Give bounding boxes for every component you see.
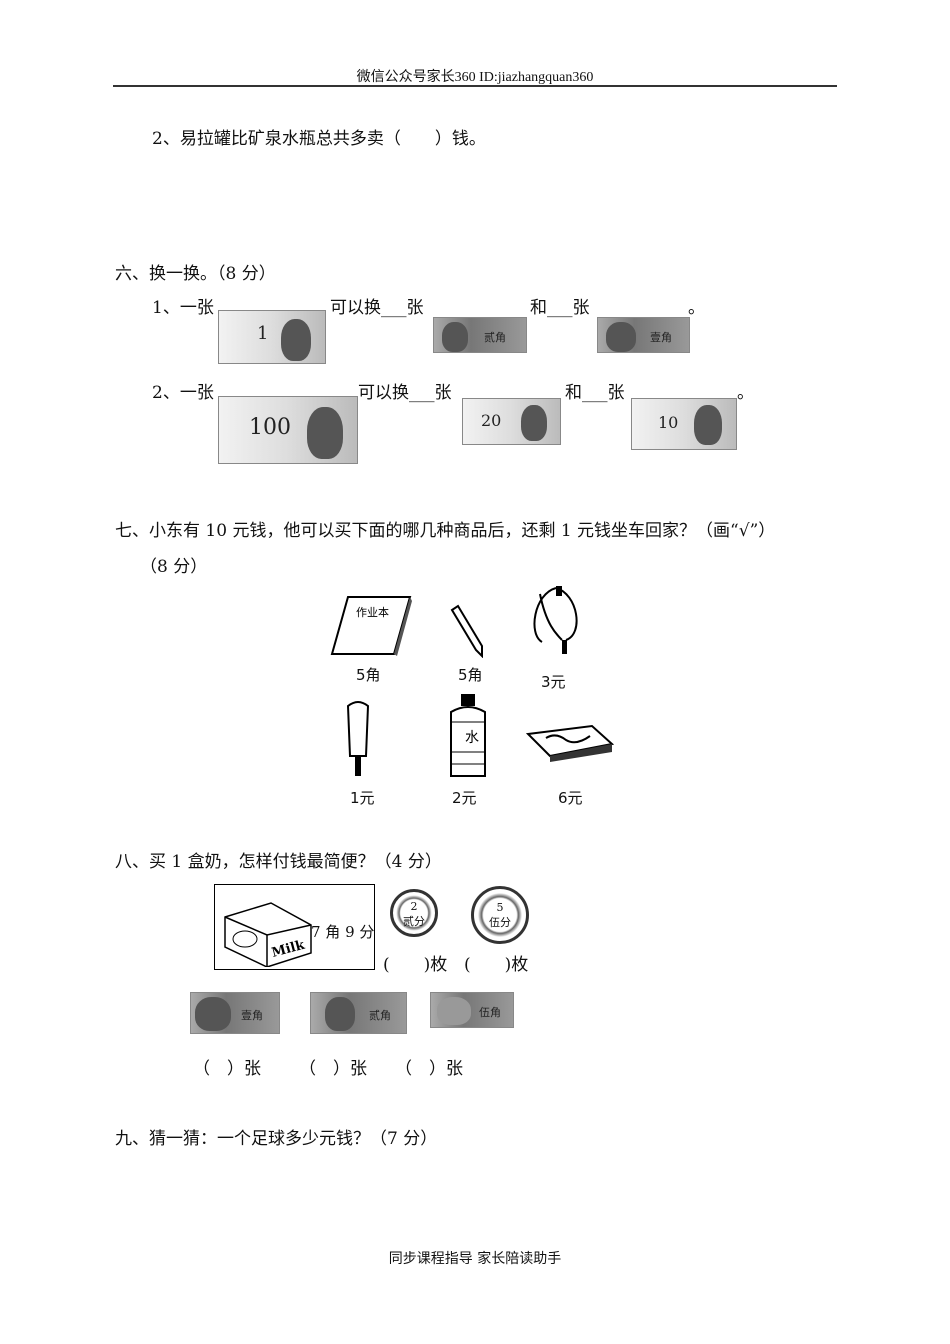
price-water-bottle: 2元 [452, 789, 477, 807]
popsicle-icon [346, 701, 370, 776]
milk-price-box: Milk 7 角 9 分 [214, 884, 375, 970]
banknote-100-yuan: 100 [218, 396, 358, 464]
pencil-icon [450, 604, 483, 658]
coin-5-count: ( )枚 [464, 955, 529, 975]
milk-carton-icon: Milk [224, 902, 312, 967]
q6-row2-mid: 可以换___张 [358, 383, 452, 403]
svg-text:水: 水 [465, 730, 479, 746]
jump-rope-icon [533, 586, 578, 654]
section-7-score: （8 分） [140, 557, 208, 577]
banknote-10-yuan: 10 [631, 398, 737, 450]
question-5-2: 2、易拉罐比矿泉水瓶总共多卖（ ）钱。 [152, 129, 486, 149]
q6-row1-prefix: 1、一张 [152, 298, 214, 318]
water-bottle-icon: 水 [450, 694, 486, 777]
svg-text:作业本: 作业本 [356, 605, 389, 619]
q6-row2-and: 和___张 [565, 383, 625, 403]
banknote-1-jiao-q8: 壹角 [190, 992, 280, 1034]
banknote-2-jiao: 贰角 [433, 317, 527, 353]
section-7-title: 七、小东有 10 元钱，他可以买下面的哪几种商品后，还剩 1 元钱坐车回家？（画… [115, 521, 776, 541]
q6-row1-end: 。 [688, 298, 705, 318]
pencil-box-icon [526, 724, 614, 762]
price-jump-rope: 3元 [541, 673, 566, 691]
banknote-20-yuan: 20 [462, 398, 561, 445]
q6-row1-mid: 可以换___张 [330, 298, 424, 318]
page-footer: 同步课程指导 家长陪读助手 [388, 1251, 562, 1267]
price-pencil-box: 6元 [558, 789, 583, 807]
banknote-5-jiao-q8: 伍角 [430, 992, 514, 1028]
section-8-title: 八、买 1 盒奶，怎样付钱最简便？（4 分） [115, 852, 442, 872]
price-notebook: 5角 [356, 666, 381, 684]
note-1-jiao-count: （ ）张 [193, 1059, 261, 1079]
header-rule [113, 85, 837, 87]
milk-price: 7 角 9 分 [311, 923, 375, 941]
q6-row2-end: 。 [737, 383, 754, 403]
price-popsicle: 1元 [350, 789, 375, 807]
q6-row1-and: 和___张 [530, 298, 590, 318]
price-pencil: 5角 [458, 666, 483, 684]
banknote-1-yuan: 1 [218, 310, 326, 364]
banknote-2-jiao-q8: 贰角 [310, 992, 407, 1034]
q6-row2-prefix: 2、一张 [152, 383, 214, 403]
page-header: 微信公众号家长360 ID:jiazhangquan360 [356, 70, 594, 85]
note-2-jiao-count: （ ）张 [299, 1059, 367, 1079]
note-5-jiao-count: （ ）张 [395, 1059, 463, 1079]
notebook-icon: 作业本 [330, 596, 412, 656]
section-6-title: 六、换一换。（8 分） [115, 264, 276, 284]
coin-2-count: ( )枚 [383, 955, 448, 975]
section-9-title: 九、猜一猜：一个足球多少元钱？（7 分） [115, 1129, 438, 1149]
banknote-1-jiao: 壹角 [597, 317, 690, 353]
